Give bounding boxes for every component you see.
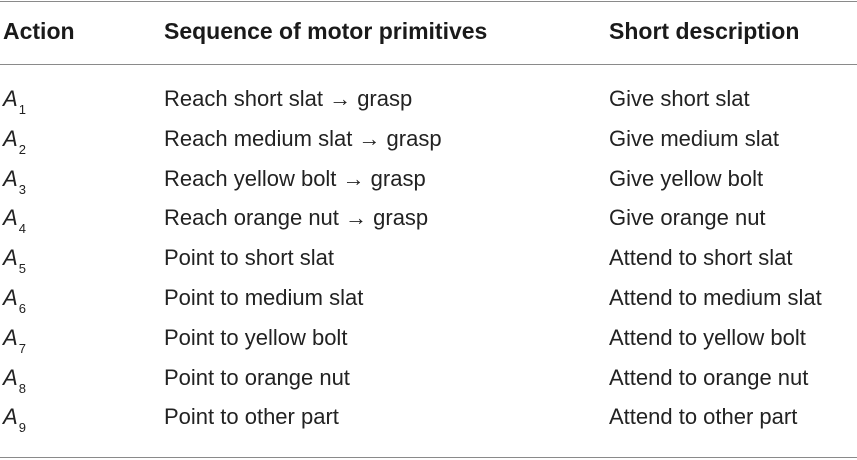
action-index: 9 <box>18 420 26 436</box>
description-cell: Give orange nut <box>609 205 766 231</box>
sequence-cell: Point to yellow bolt <box>164 324 348 350</box>
action-cell: A3 <box>3 163 26 198</box>
action-cell: A5 <box>3 242 26 277</box>
table-body: A1 Reach short slat → grasp Give short s… <box>0 83 857 441</box>
table-row: A5 Point to short slat Attend to short s… <box>0 242 857 282</box>
table-row: A6 Point to medium slat Attend to medium… <box>0 282 857 322</box>
sequence-cell: Point to medium slat <box>164 284 364 310</box>
action-cell: A8 <box>3 362 26 397</box>
action-symbol: A <box>3 86 18 111</box>
description-cell: Attend to other part <box>609 404 798 430</box>
table-row: A7 Point to yellow bolt Attend to yellow… <box>0 322 857 362</box>
table-bottom-rule <box>0 457 857 458</box>
header-sequence: Sequence of motor primitives <box>164 18 488 44</box>
description-cell: Give short slat <box>609 86 750 111</box>
action-index: 6 <box>18 300 26 316</box>
sequence-cell: Point to other part <box>164 404 339 430</box>
description-cell: Give yellow bolt <box>609 165 764 191</box>
action-symbol: A <box>3 245 18 271</box>
action-cell: A9 <box>3 401 26 436</box>
description-cell: Attend to yellow bolt <box>609 324 806 350</box>
action-cell: A6 <box>3 282 26 317</box>
action-cell: A1 <box>3 83 26 118</box>
table-header-rule <box>0 64 857 65</box>
action-cell: A4 <box>3 202 26 237</box>
sequence-cell: Reach short slat → grasp <box>164 86 413 111</box>
action-symbol: A <box>3 125 18 151</box>
sequence-cell: Reach yellow bolt → grasp <box>164 165 426 191</box>
table-row: A2 Reach medium slat → grasp Give medium… <box>0 123 857 163</box>
action-symbol: A <box>3 165 18 191</box>
table-row: A4 Reach orange nut → grasp Give orange … <box>0 202 857 242</box>
action-symbol: A <box>3 364 18 390</box>
table-row: A8 Point to orange nut Attend to orange … <box>0 362 857 402</box>
action-index: 8 <box>18 380 26 396</box>
action-index: 4 <box>18 221 26 237</box>
table-top-rule <box>0 1 857 2</box>
action-symbol: A <box>3 404 18 430</box>
table-header-row: Action Sequence of motor primitives Shor… <box>0 15 857 51</box>
table-row: A9 Point to other part Attend to other p… <box>0 401 857 441</box>
action-index: 1 <box>18 102 26 117</box>
sequence-cell: Reach medium slat → grasp <box>164 125 442 151</box>
description-cell: Attend to orange nut <box>609 364 809 390</box>
table-row: A1 Reach short slat → grasp Give short s… <box>0 83 857 123</box>
action-index: 7 <box>18 340 26 356</box>
sequence-cell: Reach orange nut → grasp <box>164 205 429 231</box>
action-cell: A7 <box>3 322 26 357</box>
action-index: 5 <box>18 261 26 277</box>
sequence-cell: Point to short slat <box>164 245 334 271</box>
action-symbol: A <box>3 324 18 350</box>
action-index: 3 <box>18 181 26 197</box>
action-cell: A2 <box>3 123 26 158</box>
sequence-cell: Point to orange nut <box>164 364 350 390</box>
header-action: Action <box>3 18 75 44</box>
action-symbol: A <box>3 284 18 310</box>
description-cell: Attend to short slat <box>609 245 793 271</box>
description-cell: Give medium slat <box>609 125 779 151</box>
action-symbol: A <box>3 205 18 231</box>
table-row: A3 Reach yellow bolt → grasp Give yellow… <box>0 163 857 203</box>
description-cell: Attend to medium slat <box>609 284 822 310</box>
header-description: Short description <box>609 18 800 44</box>
action-index: 2 <box>18 141 26 157</box>
